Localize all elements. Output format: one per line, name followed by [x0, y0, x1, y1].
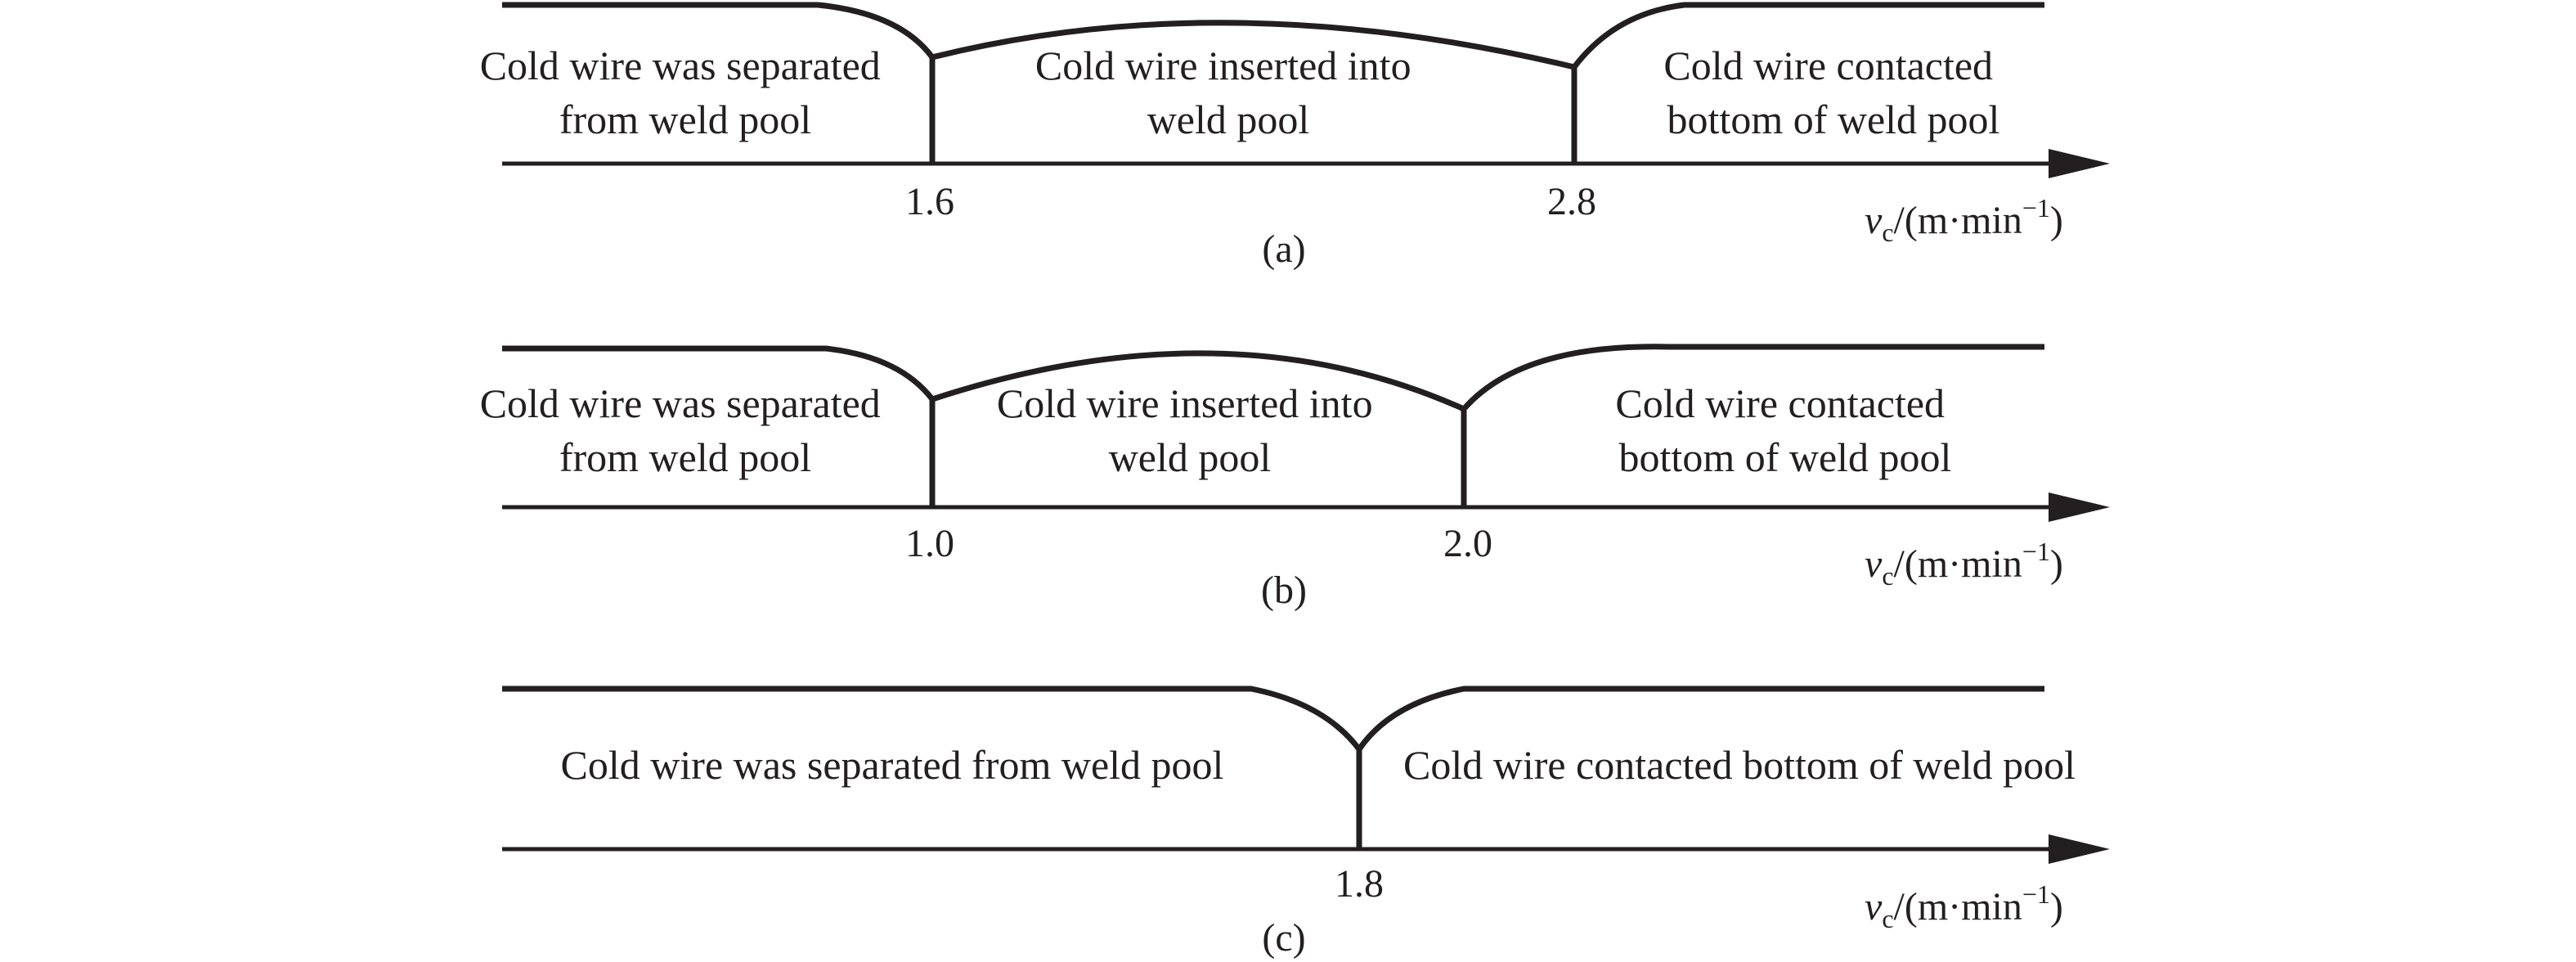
panel-b-region-2-label: Cold wire inserted into weld pool [997, 380, 1383, 480]
panel-b-unit-superscript: −1 [2022, 537, 2050, 566]
panel-a-unit-close: ) [2050, 199, 2063, 242]
panel-a-region-1-line-2: from weld pool [559, 97, 811, 142]
panel-b-tick-1: 1.0 [905, 522, 954, 565]
panel-a-region-1-line-1: Cold wire was separated [480, 43, 881, 88]
panel-a-region-2-label: Cold wire inserted into weld pool [1035, 43, 1421, 142]
panel-b-region-2-line-1: Cold wire inserted into [997, 380, 1373, 426]
panel-b-unit-close: ) [2050, 542, 2063, 586]
panel-a-region-1-label: Cold wire was separated from weld pool [480, 43, 891, 142]
panel-c-axis-unit: vc/(m·min−1) [1865, 879, 2063, 933]
panel-c-tick-1: 1.8 [1335, 862, 1384, 906]
panel-b-tick-2: 2.0 [1443, 522, 1492, 565]
panel-b-region-1-line-2: from weld pool [559, 434, 811, 480]
panel-c-unit-subscript: c [1882, 904, 1893, 933]
panel-a: Cold wire was separated from weld pool C… [480, 2, 2110, 271]
panel-c-region-1-label: Cold wire was separated from weld pool [561, 742, 1224, 788]
panel-b-region-3-label: Cold wire contacted bottom of weld pool [1615, 380, 1954, 480]
panel-b-region-3-line-1: Cold wire contacted [1615, 380, 1945, 426]
panel-b-unit-body: /(m·min [1894, 542, 2022, 586]
panel-c-unit-body: /(m·min [1894, 885, 2022, 928]
panel-c-axis-arrow [2049, 834, 2110, 864]
panel-c: Cold wire was separated from weld pool C… [502, 686, 2110, 960]
panel-a-unit-superscript: −1 [2022, 193, 2050, 223]
panel-c-unit-close: ) [2050, 885, 2063, 928]
panel-a-region-3-line-2: bottom of weld pool [1667, 97, 2000, 142]
panel-c-region-2-label: Cold wire contacted bottom of weld pool [1403, 742, 2076, 788]
panel-b-boundary-curve [502, 344, 2044, 412]
panel-b-region-1-line-1: Cold wire was separated [480, 380, 881, 426]
panel-c-region-2-line-1: Cold wire contacted bottom of weld pool [1403, 742, 2076, 788]
panel-b-axis-arrow [2049, 492, 2110, 522]
panel-b-caption: (b) [1261, 569, 1307, 612]
panel-a-axis-unit: vc/(m·min−1) [1865, 193, 2063, 247]
panel-a-unit-symbol: v [1865, 199, 1883, 242]
panel-a-tick-1: 1.6 [905, 180, 954, 223]
panel-c-unit-superscript: −1 [2022, 879, 2050, 909]
panel-b-axis-unit: vc/(m·min−1) [1865, 537, 2063, 591]
panel-c-boundary-curve [502, 686, 2044, 753]
panel-a-region-3-line-1: Cold wire contacted [1663, 43, 1993, 88]
panel-c-region-1-line-1: Cold wire was separated from weld pool [561, 742, 1224, 788]
panel-c-unit-symbol: v [1865, 885, 1883, 928]
panel-b-unit-subscript: c [1882, 561, 1893, 591]
panel-b-region-3-line-2: bottom of weld pool [1619, 434, 1952, 480]
panel-a-unit-body: /(m·min [1894, 199, 2022, 242]
panel-b-region-2-line-2: weld pool [1109, 434, 1272, 480]
panel-a-boundary-curve [502, 2, 2044, 70]
panel-b: Cold wire was separated from weld pool C… [480, 344, 2110, 612]
panel-a-axis-arrow [2049, 149, 2110, 178]
panel-a-region-3-label: Cold wire contacted bottom of weld pool [1663, 43, 2003, 142]
panel-b-region-1-label: Cold wire was separated from weld pool [480, 380, 891, 480]
panel-a-region-2-line-1: Cold wire inserted into [1035, 43, 1411, 88]
panel-a-unit-subscript: c [1882, 218, 1893, 247]
panel-b-unit-symbol: v [1865, 542, 1883, 586]
panel-a-region-2-line-2: weld pool [1147, 97, 1310, 142]
panel-c-caption: (c) [1262, 916, 1305, 960]
panel-a-tick-2: 2.8 [1547, 180, 1596, 223]
panel-a-caption: (a) [1262, 227, 1305, 271]
